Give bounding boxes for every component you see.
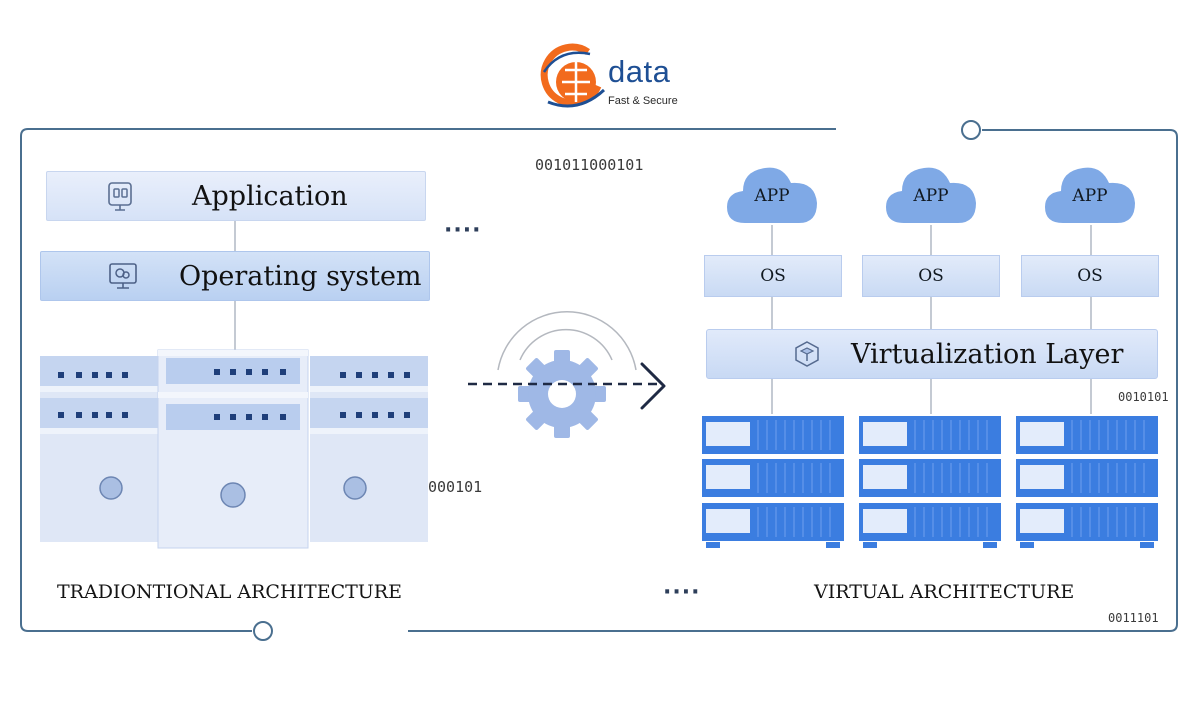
frame-node-top	[961, 120, 981, 140]
cloud-icon	[727, 167, 817, 223]
virtual-connectors	[771, 225, 1092, 414]
app-label: APP	[754, 186, 790, 206]
application-icon	[108, 182, 132, 211]
binary-text-left: 000101	[428, 478, 483, 496]
app-label: APP	[1072, 186, 1108, 206]
application-label: Application	[192, 180, 348, 212]
app-cloud: APP	[1043, 163, 1137, 225]
logo-tagline: Fast & Secure	[608, 95, 678, 107]
arrow-right-icon	[640, 362, 666, 410]
gear-icon	[518, 350, 606, 438]
guest-os-box: OS	[704, 255, 842, 297]
logo: data Fast & Secure	[538, 42, 698, 116]
traditional-caption: TRADIONTIONAL ARCHITECTURE	[57, 581, 402, 603]
server-rack-icon	[40, 349, 428, 549]
app-label: APP	[913, 186, 949, 206]
logo-wordmark: data	[608, 54, 671, 89]
binary-text-top: 001011000101	[535, 156, 644, 174]
dots-decoration-bottom: ····	[663, 580, 701, 605]
binary-text-right-bottom: 0011101	[1108, 611, 1159, 625]
server-stack-icon	[702, 416, 1158, 548]
app-cloud: APP	[725, 163, 819, 225]
virtual-caption: VIRTUAL ARCHITECTURE	[814, 581, 1075, 603]
app-cloud: APP	[884, 163, 978, 225]
virtualization-label: Virtualization Layer	[851, 338, 1124, 370]
operating-system-layer: Operating system	[40, 251, 430, 301]
guest-os-box: OS	[1021, 255, 1159, 297]
application-layer: Application	[46, 171, 426, 221]
transition-arcs	[497, 311, 637, 371]
virtualization-layer: Virtualization Layer	[706, 329, 1158, 379]
cloud-icon	[1045, 167, 1135, 223]
guest-os-box: OS	[862, 255, 1000, 297]
frame	[20, 128, 1178, 632]
virtualization-icon	[795, 341, 819, 367]
binary-text-right-top: 0010101	[1118, 390, 1169, 404]
globe-g-icon	[540, 43, 606, 108]
frame-node-bottom	[253, 621, 273, 641]
cloud-icon	[886, 167, 976, 223]
dots-decoration-top: ····	[444, 218, 482, 243]
monitor-icon	[109, 263, 137, 289]
operating-system-label: Operating system	[179, 260, 422, 292]
